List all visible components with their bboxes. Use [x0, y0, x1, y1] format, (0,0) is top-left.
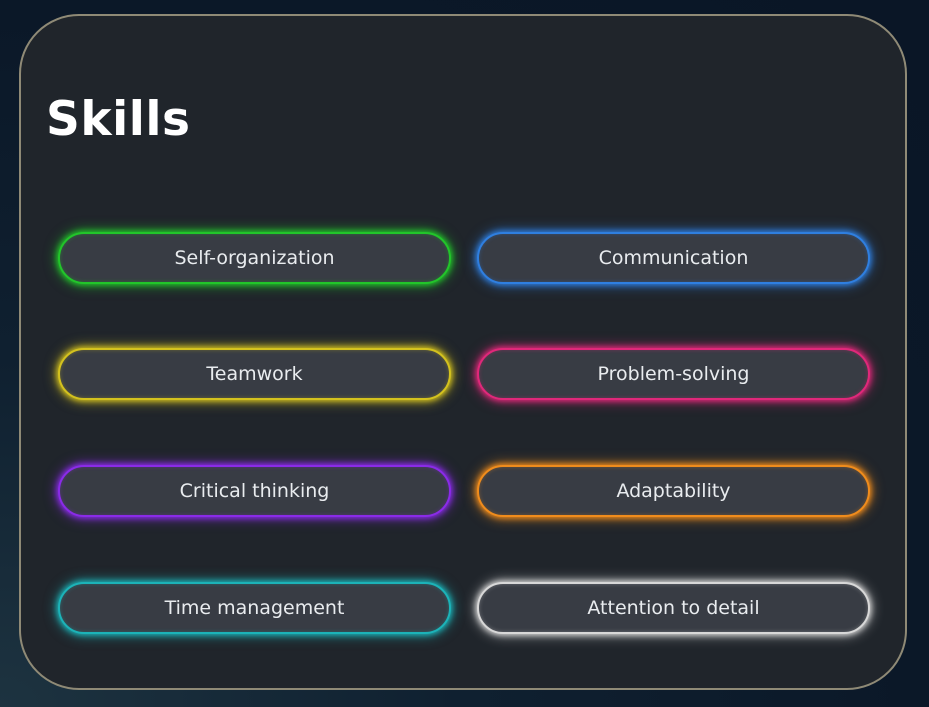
skills-card: Skills Self-organization Communication T…	[19, 14, 907, 690]
skill-label: Problem-solving	[597, 363, 750, 385]
skill-pill-problem-solving[interactable]: Problem-solving	[477, 348, 870, 400]
skill-label: Critical thinking	[179, 480, 330, 502]
skill-pill-adaptability[interactable]: Adaptability	[477, 465, 870, 517]
skill-pill-critical-thinking[interactable]: Critical thinking	[58, 465, 451, 517]
skill-pill-time-management[interactable]: Time management	[58, 582, 451, 634]
skill-pill-attention-to-detail[interactable]: Attention to detail	[477, 582, 870, 634]
skill-label: Communication	[598, 247, 749, 269]
skill-pill-self-organization[interactable]: Self-organization	[58, 232, 451, 284]
skill-label: Attention to detail	[587, 597, 760, 619]
skill-pill-teamwork[interactable]: Teamwork	[58, 348, 451, 400]
skill-label: Self-organization	[174, 247, 335, 269]
skill-label: Teamwork	[206, 363, 303, 385]
skill-label: Adaptability	[616, 480, 731, 502]
skill-pill-communication[interactable]: Communication	[477, 232, 870, 284]
skill-label: Time management	[164, 597, 345, 619]
skills-title: Skills	[46, 92, 191, 147]
